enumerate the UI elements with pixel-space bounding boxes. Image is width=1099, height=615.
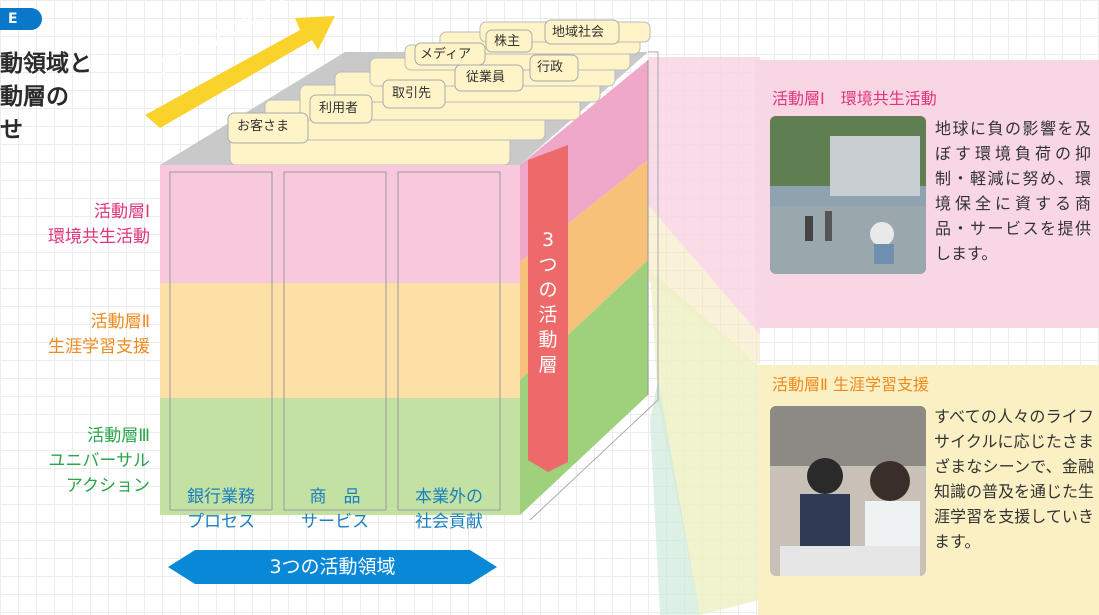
- layer-3-sub2: アクション: [65, 476, 150, 496]
- panel-1-body: 地球に負の影響を及ぼす環境負荷の抑制・軽減に努め、環境保全に資する商品・サービス…: [935, 119, 1091, 263]
- ribbon-char-2: つ: [538, 254, 558, 276]
- tab-okyakusama: [227, 112, 309, 144]
- tab-label-riyousha: 利用者: [319, 101, 359, 116]
- layers-ribbon: [528, 145, 568, 472]
- tab-label-media: メディア: [420, 47, 472, 62]
- tab-folders: [227, 19, 651, 166]
- layer-3-label: 活動層Ⅲ ユニバーサル アクション: [0, 424, 150, 499]
- panel-2-body: すべての人々のライフサイクルに応じたさまざまなシーンで、金融知識の普及を通じた生…: [934, 407, 1095, 551]
- stakeholder-arrow-shape: [145, 16, 335, 128]
- tab-juugyouin: [454, 64, 524, 92]
- tab-label-chiiki: 地域社会: [552, 25, 605, 40]
- tab-riyousha: [309, 94, 373, 124]
- panel-2-photo-image: [770, 406, 926, 576]
- title-line-3: せ: [0, 117, 23, 143]
- layers-ribbon-label: 3 つ の 活 動 層: [528, 228, 568, 378]
- column-3-label: 本業外の 社会貢献: [399, 485, 499, 535]
- title-line-2: 動層の: [0, 84, 69, 110]
- panel-2-heading: 活動層Ⅱ 生涯学習支援: [772, 375, 929, 394]
- section-badge: E: [0, 8, 42, 30]
- tab-label-kabunushi: 株主: [494, 34, 521, 49]
- panel-1-photo: [770, 116, 926, 274]
- column-1-line1: 銀行業務: [187, 487, 255, 507]
- tab-label-gyousei: 行政: [537, 60, 564, 75]
- title-line-1: 動領域と: [0, 51, 92, 77]
- page-title: 動領域と 動層の せ: [0, 48, 92, 147]
- tab-torihikisaki: [382, 79, 446, 109]
- tab-label-okyakusama: お客さま: [237, 119, 290, 134]
- tab-kabunushi: [485, 29, 533, 53]
- beam-yellow: [650, 270, 760, 615]
- column-1-label: 銀行業務 プロセス: [171, 485, 271, 535]
- side-outline: [529, 51, 659, 521]
- beam-green: [650, 380, 700, 615]
- tab-label-juugyouin: 従業員: [466, 70, 506, 85]
- domains-label: 3つの活動領域: [269, 556, 396, 578]
- front-orange: [160, 283, 520, 398]
- front-green: [160, 398, 520, 515]
- panel-1-photo-image: [770, 116, 926, 274]
- tab-label-torihikisaki: 取引先: [392, 86, 432, 101]
- layer-1-sub: 環境共生活動: [48, 227, 150, 247]
- beam-pink: [648, 57, 760, 335]
- layer-1-name: 活動層Ⅰ: [93, 202, 150, 222]
- ribbon-char-5: 動: [538, 329, 558, 351]
- ribbon-char-4: 活: [538, 304, 558, 326]
- column-2-line2: サービス: [301, 512, 369, 532]
- column-1-outline: [169, 171, 273, 511]
- column-2-label: 商 品 サービス: [285, 485, 385, 535]
- tab-chiiki: [544, 19, 620, 45]
- layer-2-sub: 生涯学習支援: [48, 337, 150, 357]
- panel-2-photo: [770, 406, 926, 576]
- column-3-outline: [397, 171, 501, 511]
- ribbon-char-1: 3: [541, 229, 555, 251]
- layer-3-sub1: ユニバーサル: [48, 451, 150, 471]
- column-1-line2: プロセス: [187, 512, 255, 532]
- column-3-line1: 本業外の: [415, 487, 483, 507]
- layer-3-name: 活動層Ⅲ: [87, 426, 150, 446]
- front-pink: [160, 165, 520, 283]
- layer-2-label: 活動層Ⅱ 生涯学習支援: [0, 310, 150, 360]
- panel-1-heading: 活動層Ⅰ 環境共生活動: [772, 89, 937, 108]
- layer-2-name: 活動層Ⅱ: [90, 312, 150, 332]
- ribbon-char-6: 層: [538, 354, 558, 376]
- layer-1-label: 活動層Ⅰ 環境共生活動: [0, 200, 150, 250]
- beam-yellow-upper: [648, 205, 760, 365]
- column-3-line2: 社会貢献: [415, 512, 483, 532]
- column-2-line1: 商 品: [309, 487, 361, 507]
- tab-media: [414, 42, 486, 66]
- domains-arrow-shape: [168, 550, 497, 584]
- tab-gyousei: [529, 54, 579, 82]
- column-2-outline: [283, 171, 387, 511]
- ribbon-char-3: の: [538, 279, 558, 301]
